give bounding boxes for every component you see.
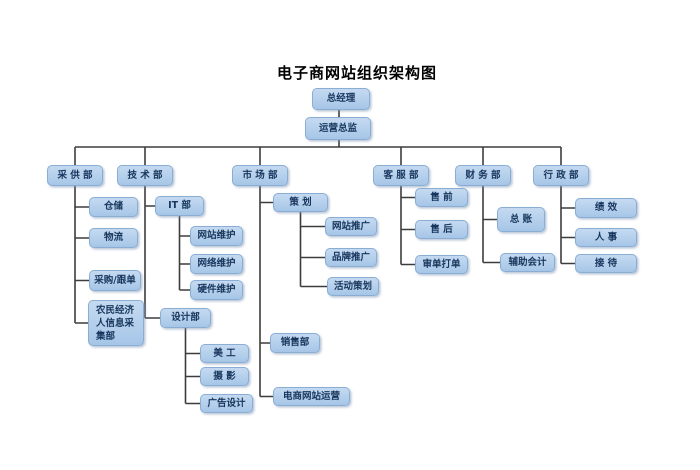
org-node-brand-promotion: 品牌推广 <box>325 248 377 267</box>
chart-title: 电子商网站组织架构图 <box>277 64 438 82</box>
org-node-hardware-maintenance: 硬件维护 <box>190 280 243 300</box>
org-node-order-review-printing: 审单打单 <box>415 255 468 274</box>
org-node-operations-director: 运营总监 <box>305 117 371 140</box>
org-node-farmer-info-collection-dept: 农民经济人信息采集部 <box>88 300 144 346</box>
org-node-technology-dept: 技 术 部 <box>117 165 173 186</box>
org-node-photography: 摄 影 <box>200 367 249 386</box>
org-node-admin-dept: 行 政 部 <box>533 165 589 186</box>
org-node-general-ledger: 总 账 <box>497 207 545 232</box>
org-node-network-maintenance: 网络维护 <box>190 254 243 274</box>
org-node-ad-design: 广告设计 <box>200 394 253 413</box>
org-node-reception: 接 待 <box>575 254 637 273</box>
org-node-pre-sales: 售 前 <box>415 188 468 207</box>
org-node-website-promotion: 网站推广 <box>325 217 377 236</box>
org-node-sales-dept: 销售部 <box>270 333 320 353</box>
org-node-ecommerce-site-operations: 电商网站运营 <box>273 387 350 406</box>
org-node-design-dept: 设计部 <box>160 308 211 328</box>
org-node-general-manager: 总经理 <box>312 88 370 110</box>
org-node-hr: 人 事 <box>575 228 637 247</box>
org-node-after-sales: 售 后 <box>415 220 468 239</box>
org-node-event-planning: 活动策划 <box>327 277 379 296</box>
org-node-customer-service-dept: 客 服 部 <box>373 165 429 186</box>
org-node-finance-dept: 财 务 部 <box>455 165 511 186</box>
org-node-marketing-dept: 市 场 部 <box>232 165 288 186</box>
org-node-it-dept: IT 部 <box>155 196 204 216</box>
connector-path <box>74 110 575 405</box>
org-node-planning: 策 划 <box>273 193 328 212</box>
org-node-website-maintenance: 网站维护 <box>190 226 243 246</box>
org-node-art-design: 美 工 <box>200 344 249 363</box>
org-node-logistics: 物流 <box>89 228 138 248</box>
org-node-purchasing-order-tracking: 采购/跟单 <box>89 270 141 291</box>
org-node-warehouse: 仓储 <box>89 197 138 217</box>
org-node-procurement-dept: 采 供 部 <box>47 165 103 186</box>
org-node-performance: 绩 效 <box>575 198 637 218</box>
org-node-assistant-accounting: 辅助会计 <box>500 253 555 272</box>
